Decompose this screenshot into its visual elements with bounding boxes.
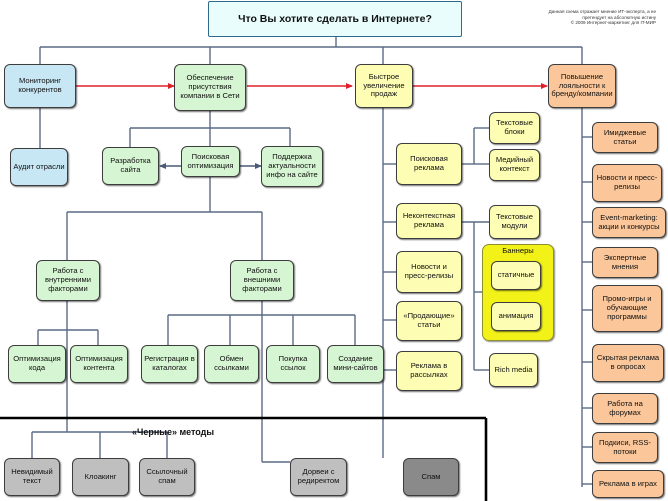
- diagram-title: Что Вы хотите сделать в Интернете?: [208, 1, 462, 37]
- text-blocks-box[interactable]: Текстовые блоки: [489, 112, 540, 144]
- static-banners-box[interactable]: статичные: [491, 261, 541, 290]
- search-optimization-box[interactable]: Поисковая оптимизация: [181, 146, 240, 177]
- spam-box[interactable]: Спам: [403, 458, 459, 496]
- content-optimization-box[interactable]: Оптимизация контента: [70, 345, 128, 383]
- game-ads-box[interactable]: Реклама в играх: [592, 470, 664, 498]
- mini-sites-box[interactable]: Создание мини-сайтов: [327, 345, 384, 383]
- code-optimization-box[interactable]: Оптимизация кода: [8, 345, 66, 383]
- external-factors-box[interactable]: Работа с внешними факторами: [230, 260, 294, 301]
- rich-media-box[interactable]: Rich media: [489, 353, 538, 387]
- site-development-box[interactable]: Разработка сайта: [102, 147, 159, 185]
- industry-audit-box[interactable]: Аудит отрасли: [10, 148, 68, 186]
- image-articles-box[interactable]: Имиджевые статьи: [592, 122, 658, 153]
- online-presence-box[interactable]: Обеспечение присутствия компании в Сети: [174, 64, 246, 111]
- promo-games-box[interactable]: Промо-игры и обучающие программы: [592, 285, 662, 332]
- internal-factors-box[interactable]: Работа с внутренними факторами: [36, 260, 100, 301]
- non-context-ads-box[interactable]: Неконтекстная реклама: [396, 203, 462, 239]
- expert-opinions-box[interactable]: Экспертные мнения: [592, 247, 658, 278]
- hidden-ads-box[interactable]: Скрытая реклама в опросах: [592, 344, 664, 382]
- link-exchange-box[interactable]: Обмен ссылками: [204, 345, 259, 383]
- link-spam-box[interactable]: Ссылочный спам: [139, 458, 195, 496]
- media-context-box[interactable]: Медийный контекст: [489, 149, 540, 181]
- note-line-3: © 2009 Интернет-маркетинг для IT-МИР: [570, 20, 656, 26]
- brand-loyalty-box[interactable]: Повышение лояльности к бренду/компании: [548, 64, 616, 108]
- copyright-note: Данная схема отражает мнение ИТ-эксперта…: [470, 9, 656, 26]
- cloaking-box[interactable]: Клоакинг: [72, 458, 129, 496]
- search-ads-box[interactable]: Поисковая реклама: [396, 143, 462, 185]
- animated-banners-box[interactable]: анимация: [491, 302, 541, 331]
- doorways-box[interactable]: Дорвеи с редиректом: [290, 458, 347, 496]
- news-press-releases-box[interactable]: Новости и пресс-релизы: [396, 251, 462, 293]
- banners-label: Баннеры: [502, 246, 534, 255]
- forums-box[interactable]: Работа на форумах: [592, 393, 658, 424]
- mailing-ads-box[interactable]: Реклама в рассылках: [396, 351, 462, 391]
- black-methods-label: «Черные» методы: [132, 427, 215, 437]
- monitoring-competitors-box[interactable]: Мониторинг конкурентов: [4, 64, 76, 108]
- note-line-2: претендует на абсолютную истину: [582, 14, 656, 20]
- news-press-orange-box[interactable]: Новости и пресс-релизы: [592, 164, 662, 202]
- note-line-1: Данная схема отражает мнение ИТ-эксперта…: [548, 9, 656, 14]
- invisible-text-box[interactable]: Невидимый текст: [4, 458, 60, 496]
- podcasts-rss-box[interactable]: Подкиси, RSS-потоки: [592, 432, 658, 463]
- catalog-registration-box[interactable]: Регистрация в каталогах: [141, 345, 198, 383]
- site-support-box[interactable]: Поддержка актуальности инфо на сайте: [261, 146, 323, 187]
- selling-articles-box[interactable]: «Продающие» статьи: [396, 301, 462, 341]
- quick-sales-box[interactable]: Быстрое увеличение продаж: [355, 64, 413, 108]
- text-modules-box[interactable]: Текстовые модули: [489, 205, 540, 239]
- buy-links-box[interactable]: Покупка ссылок: [266, 345, 320, 383]
- event-marketing-box[interactable]: Event-marketing: акции и конкурсы: [592, 207, 666, 238]
